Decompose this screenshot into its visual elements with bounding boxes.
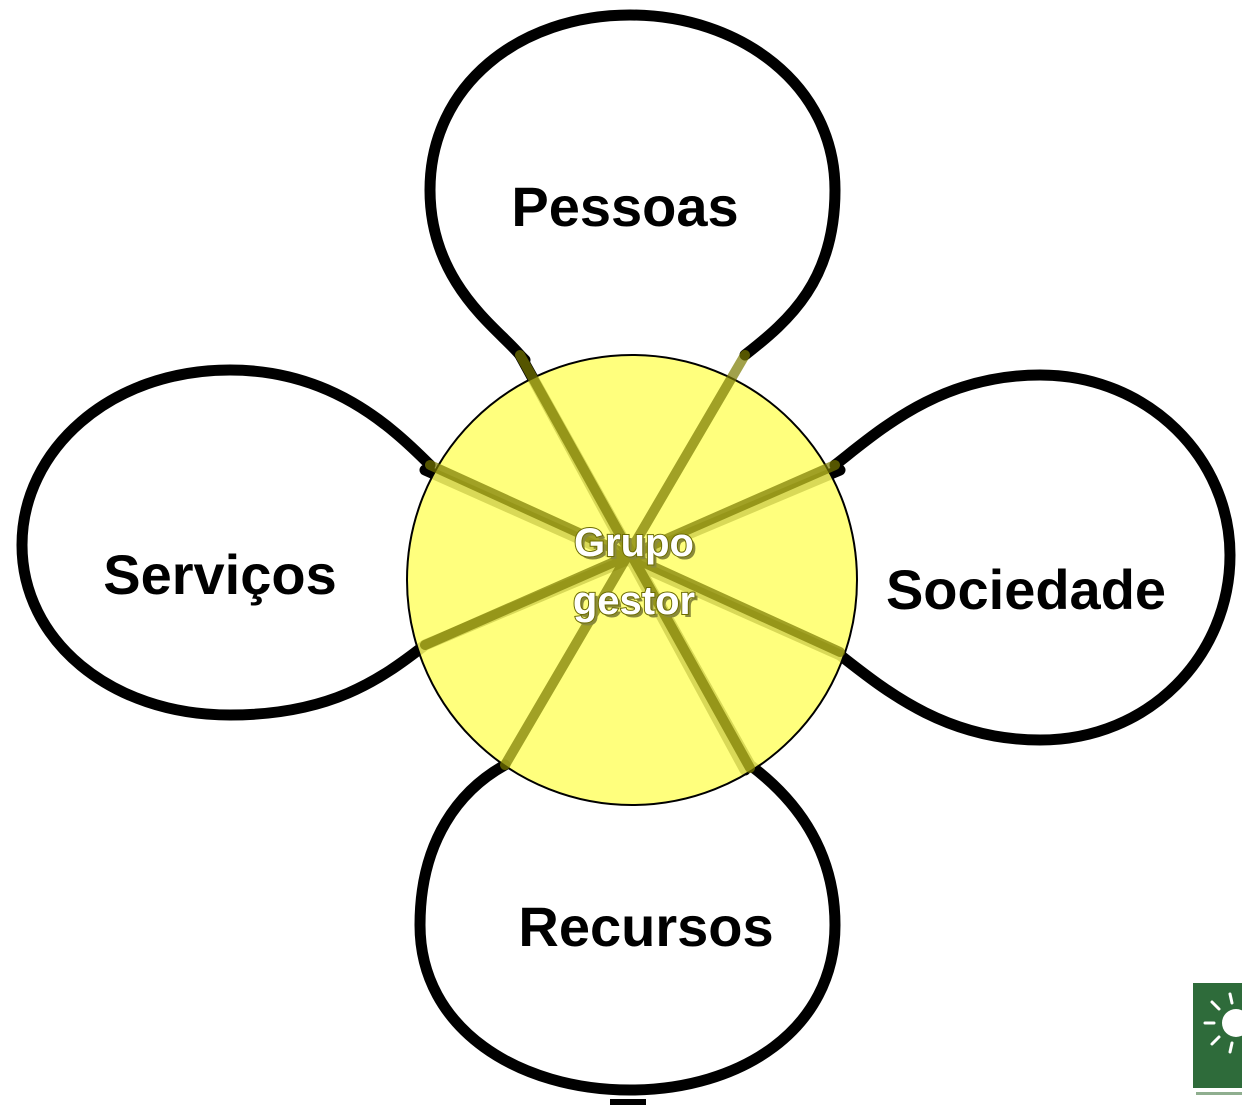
center-label-line1-shadow: Grupo — [577, 524, 697, 568]
center-label-line1: Grupo — [574, 521, 694, 565]
center-label-line2: gestor — [573, 579, 695, 623]
bottom-edge-mark — [610, 1099, 646, 1105]
center-label-line2-shadow: gestor — [576, 582, 698, 626]
center-circle — [406, 354, 858, 806]
petal-label-bottom: Recursos — [518, 895, 773, 958]
petal-left-outline — [16, 364, 846, 721]
petal-label-top: Pessoas — [511, 175, 738, 238]
petal-bottom-outline — [414, 349, 841, 1096]
petal-label-right: Sociedade — [886, 558, 1166, 621]
center-crossing-lines — [420, 350, 845, 773]
petal-label-left: Serviços — [103, 543, 337, 606]
logo-icon — [1193, 983, 1242, 1105]
petal-top-outline — [424, 9, 841, 776]
petal-right-outline — [419, 369, 1236, 746]
